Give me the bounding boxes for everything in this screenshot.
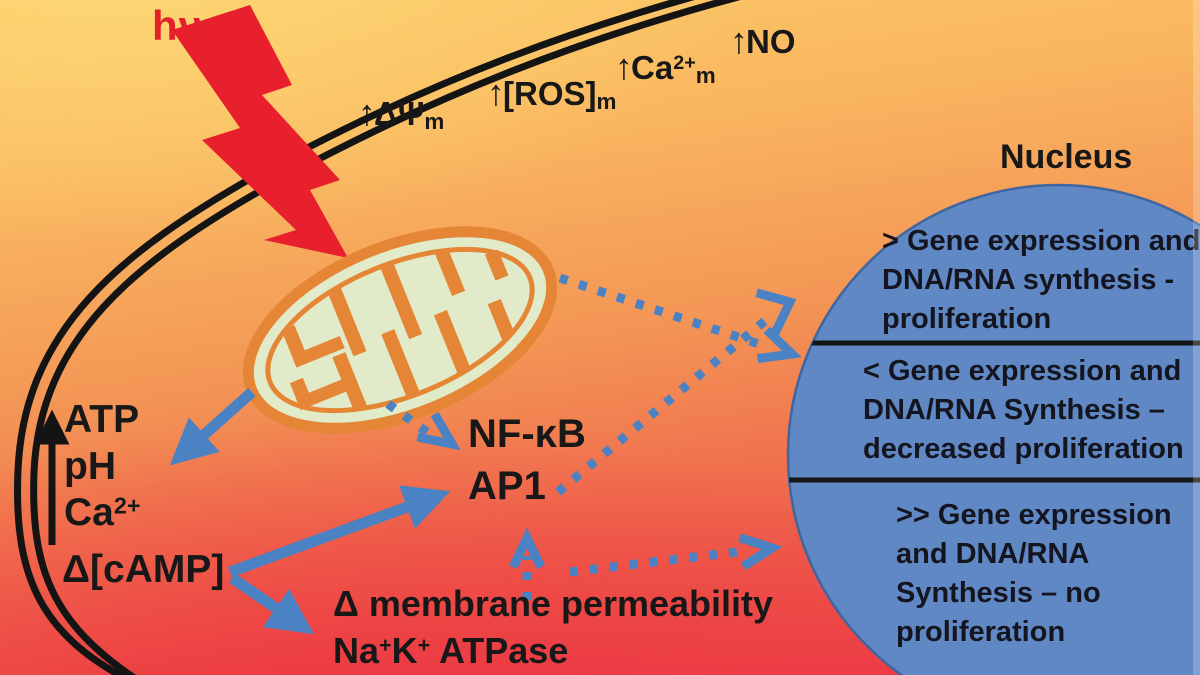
nucleus-section-dividers <box>788 340 1200 483</box>
right-edge-artifact <box>1193 0 1200 675</box>
up-arrow-icon: ↑ <box>487 72 505 113</box>
marker-ros: ↑[ROS]m <box>487 72 617 115</box>
dotted-arrow-mito-to-nucleus <box>558 273 770 352</box>
signal-atp: ATP <box>64 398 140 441</box>
marker-calcium: ↑Ca2+m <box>615 46 716 89</box>
cell-membrane <box>14 0 741 675</box>
arrow-mito-to-signals <box>169 387 256 466</box>
photon-label: hν <box>152 2 204 49</box>
label-atpase: Na+K+ ATPase <box>333 630 569 671</box>
label-nfkb: NF-κB <box>468 412 586 456</box>
mitochondrion-cristae <box>281 248 515 412</box>
arrow-camp-to-ap1 <box>228 485 451 578</box>
nucleus-circle <box>786 183 1200 675</box>
arrow-camp-to-atpase <box>228 573 315 635</box>
dotted-arrow-permeability-to-nucleus <box>569 546 746 577</box>
up-arrow-icon: ↑ <box>615 46 633 87</box>
nucleus-section-proliferation: > Gene expression and DNA/RNA synthesis … <box>882 225 1200 335</box>
marker-no: ↑NO <box>730 20 796 61</box>
label-ap1: AP1 <box>468 464 546 508</box>
dotted-arrow-ap1-to-nucleus <box>555 311 775 496</box>
up-arrow-icon: ↑ <box>358 92 376 133</box>
up-arrow-icon: ↑ <box>730 20 748 61</box>
dotted-arrowheads <box>416 288 802 571</box>
signal-ph: pH <box>64 445 116 488</box>
nucleus-title: Nucleus <box>1000 138 1133 176</box>
nucleus-section-no-proliferation: >> Gene expression and DNA/RNA Synthesis… <box>896 499 1172 648</box>
signal-camp: Δ[cAMP] <box>62 548 225 591</box>
nucleus-section-decreased-proliferation: < Gene expression and DNA/RNA Synthesis … <box>863 355 1184 465</box>
marker-membrane-potential: ↑ΔΨm <box>358 92 445 135</box>
lightning-bolt-icon <box>172 5 348 258</box>
label-membrane-permeability: Δ membrane permeability <box>333 583 774 624</box>
signal-calcium: Ca2+ <box>64 491 141 534</box>
mitochondrion-illustration <box>242 226 558 434</box>
dotted-arrow-mito-to-nfkb <box>385 400 433 438</box>
